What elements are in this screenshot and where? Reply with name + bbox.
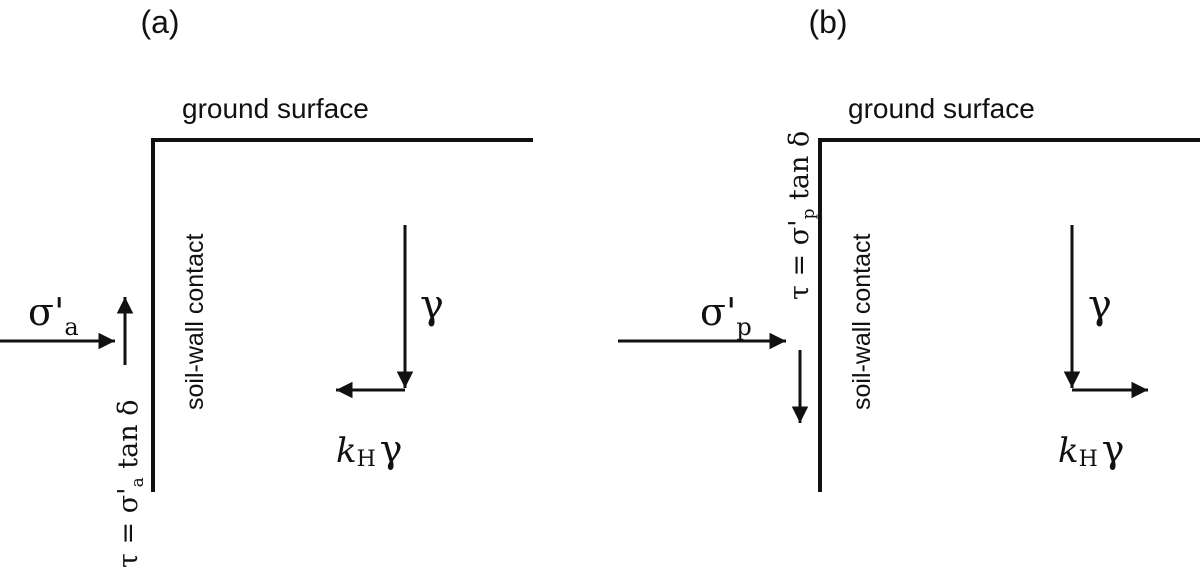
panel-b: (b) ground surface soil-wall contact σ'p…: [618, 4, 1200, 492]
shear-stress-label-a: τ = σ'a tan δ: [113, 400, 148, 568]
panel-label-b: (b): [808, 4, 847, 40]
wall-and-ground-line-a: [151, 138, 533, 492]
soil-wall-contact-label-a: soil-wall contact: [181, 233, 209, 410]
ground-surface-label-a: ground surface: [182, 93, 369, 124]
gamma-label-a: γ: [420, 282, 444, 328]
normal-stress-label-a: σ'a: [28, 290, 79, 341]
panel-a: (a) ground surface soil-wall contact σ'a…: [0, 4, 533, 568]
soil-wall-contact-label-b: soil-wall contact: [848, 233, 876, 410]
panel-label-a: (a): [140, 4, 179, 40]
ground-surface-label-b: ground surface: [848, 93, 1035, 124]
normal-stress-label-b: σ'p: [700, 290, 752, 341]
shear-stress-label-b: τ = σ'p tan δ: [784, 131, 819, 300]
gamma-label-b: γ: [1088, 282, 1112, 328]
wall-and-ground-line-b: [818, 138, 1200, 492]
